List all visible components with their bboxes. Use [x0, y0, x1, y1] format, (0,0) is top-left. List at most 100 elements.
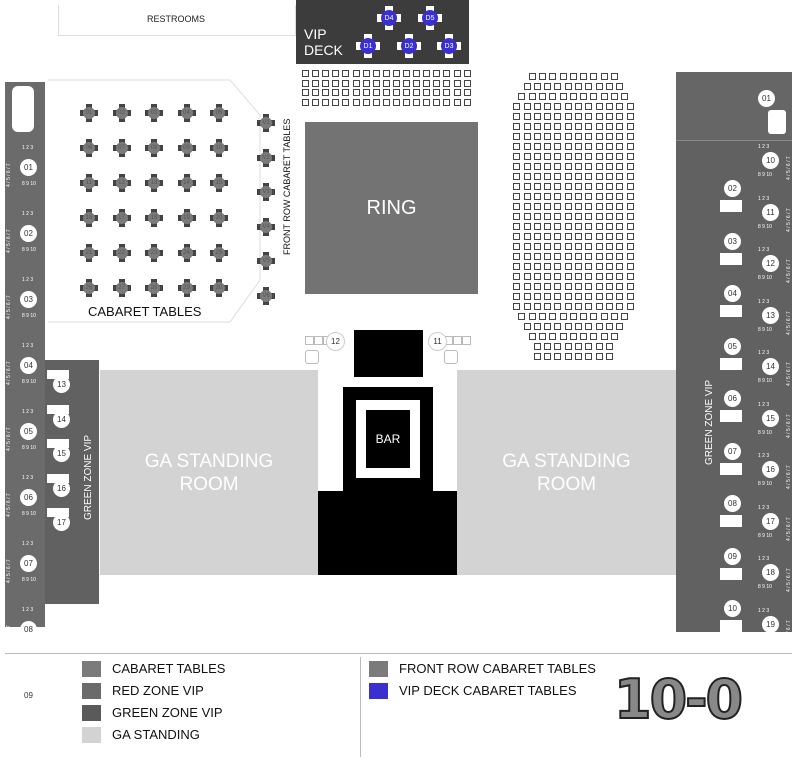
seat[interactable] — [392, 98, 400, 106]
cabaret-table-16[interactable]: 16 — [80, 209, 98, 227]
seat[interactable] — [616, 113, 624, 120]
cabaret-table-06[interactable]: 06 — [80, 139, 98, 157]
seat[interactable] — [595, 233, 603, 240]
seat[interactable] — [554, 183, 562, 190]
seat[interactable] — [312, 89, 320, 96]
seat[interactable] — [352, 79, 360, 87]
seat[interactable] — [595, 213, 603, 220]
seat[interactable] — [595, 303, 603, 310]
seat[interactable] — [453, 79, 461, 87]
seat[interactable] — [559, 313, 567, 320]
seat[interactable] — [382, 89, 390, 96]
seat[interactable] — [564, 263, 572, 270]
seat[interactable] — [523, 323, 531, 330]
seat[interactable] — [523, 113, 531, 120]
seat[interactable] — [513, 113, 521, 120]
seat[interactable] — [575, 143, 582, 150]
seat[interactable] — [575, 323, 582, 330]
seat[interactable] — [372, 70, 380, 77]
right-vip-seat[interactable] — [720, 462, 742, 475]
seat[interactable] — [605, 203, 613, 210]
seat[interactable] — [585, 213, 593, 220]
seat[interactable] — [564, 283, 572, 290]
seat[interactable] — [626, 153, 634, 160]
seat[interactable] — [626, 103, 634, 110]
seat[interactable] — [585, 283, 593, 290]
seat[interactable] — [554, 213, 562, 220]
seat[interactable] — [322, 98, 330, 106]
right-vip-seat[interactable] — [720, 305, 742, 317]
seat[interactable] — [554, 303, 562, 310]
right-vip-04[interactable]: 04 — [724, 285, 741, 302]
seat[interactable] — [533, 193, 541, 200]
seat[interactable] — [463, 79, 471, 87]
seat[interactable] — [621, 93, 629, 100]
left-green-16[interactable]: 16 — [53, 479, 70, 497]
seat[interactable] — [605, 283, 613, 290]
seat[interactable] — [621, 313, 629, 320]
seat[interactable] — [605, 153, 613, 160]
seat[interactable] — [605, 113, 613, 120]
right-vip-seat[interactable] — [720, 620, 742, 632]
seat[interactable] — [523, 233, 531, 240]
right-inner-vip-19[interactable]: 19 — [762, 615, 779, 633]
cabaret-table-11[interactable]: 11 — [80, 174, 98, 192]
seat[interactable] — [554, 253, 562, 260]
seat[interactable] — [544, 163, 552, 170]
left-vip-03[interactable]: 03 — [20, 291, 37, 308]
seat[interactable] — [433, 70, 441, 77]
seat[interactable] — [513, 293, 521, 300]
seat[interactable] — [595, 103, 603, 110]
seat[interactable] — [626, 173, 634, 180]
seat[interactable] — [605, 163, 613, 170]
seat[interactable] — [611, 93, 619, 100]
cabaret-table-26[interactable]: 26 — [80, 279, 98, 297]
seat[interactable] — [372, 79, 380, 87]
seat[interactable] — [544, 353, 552, 360]
seat[interactable] — [533, 213, 541, 220]
seat[interactable] — [564, 303, 572, 310]
seat[interactable] — [575, 213, 582, 220]
front-row-table-v6[interactable]: V6 — [257, 286, 275, 305]
seat[interactable] — [616, 213, 624, 220]
right-vip-05[interactable]: 05 — [724, 337, 741, 355]
seat[interactable] — [533, 293, 541, 300]
seat[interactable] — [585, 253, 593, 260]
seat[interactable] — [595, 163, 603, 170]
seat[interactable] — [513, 183, 521, 190]
seat[interactable] — [549, 93, 557, 100]
seat[interactable] — [423, 89, 431, 96]
seat[interactable] — [564, 173, 572, 180]
seat[interactable] — [538, 93, 546, 100]
seat[interactable] — [575, 83, 582, 90]
seat[interactable] — [544, 193, 552, 200]
seat[interactable] — [616, 233, 624, 240]
seat[interactable] — [544, 253, 552, 260]
seat[interactable] — [523, 263, 531, 270]
seat[interactable] — [554, 223, 562, 230]
seat[interactable] — [554, 193, 562, 200]
right-inner-vip-10[interactable]: 10 — [762, 152, 779, 169]
cabaret-table-05[interactable]: 05 — [210, 104, 228, 122]
seat[interactable] — [544, 83, 552, 90]
cabaret-table-08[interactable]: 08 — [145, 139, 163, 157]
seat[interactable] — [523, 143, 531, 150]
seat[interactable] — [544, 233, 552, 240]
seat[interactable] — [595, 83, 603, 90]
ga-standing-left[interactable]: GA STANDING ROOM — [100, 370, 318, 575]
left-green-17[interactable]: 17 — [53, 514, 70, 531]
cabaret-table-01[interactable]: 01 — [80, 104, 98, 122]
seat[interactable] — [616, 243, 624, 250]
seat[interactable] — [453, 98, 461, 106]
seat[interactable] — [585, 293, 593, 300]
seat[interactable] — [575, 113, 582, 120]
seat[interactable] — [403, 98, 410, 106]
seat[interactable] — [533, 183, 541, 190]
right-vip-seat[interactable] — [720, 515, 742, 527]
seat[interactable] — [513, 193, 521, 200]
seat[interactable] — [580, 73, 588, 80]
seat[interactable] — [590, 333, 598, 340]
left-vip-05[interactable]: 05 — [20, 423, 37, 440]
seat[interactable] — [626, 123, 634, 130]
cabaret-table-17[interactable]: 17 — [112, 209, 131, 227]
